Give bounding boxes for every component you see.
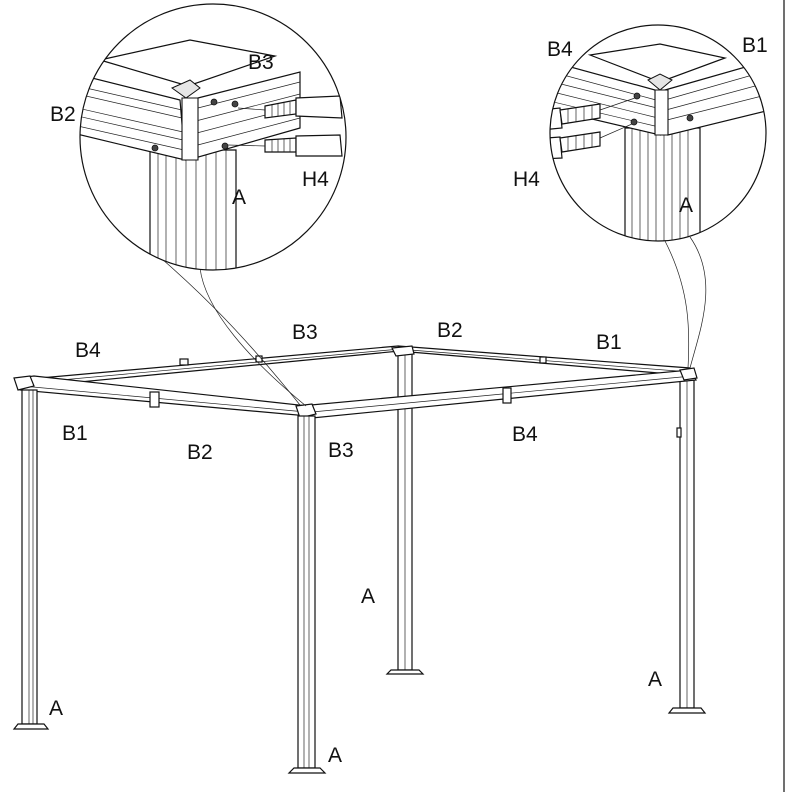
label-detail-left-h4: H4: [302, 168, 329, 191]
label-front-b3: B3: [328, 439, 354, 462]
label-detail-right-h4: H4: [513, 168, 540, 191]
label-front-b2: B2: [187, 441, 213, 464]
gazebo-frame: [12, 345, 707, 774]
label-post-front-a: A: [328, 744, 342, 767]
label-post-right-a: A: [648, 668, 662, 691]
labels: B3 B2 A H4 B4 B1 H4 A B4 B3 B2 B1 B1 B2 …: [49, 34, 768, 767]
post-right: [667, 379, 707, 714]
corner-bracket-left: [13, 375, 35, 391]
label-top-b1: B1: [596, 331, 622, 354]
beam-front-right: [298, 369, 698, 419]
label-detail-left-a: A: [232, 186, 246, 209]
corner-bracket-back: [391, 345, 415, 357]
corner-bracket-front: [295, 403, 317, 419]
label-top-b4: B4: [75, 339, 101, 362]
detail-left-screw-upper: [237, 95, 343, 119]
detail-left-post: [149, 149, 237, 270]
beam-back-right: [397, 345, 696, 377]
detail-left-screw-lower: [227, 134, 343, 157]
label-top-b2: B2: [437, 319, 463, 342]
detail-right-post: [624, 127, 701, 241]
leader-line-right: [689, 236, 707, 369]
label-detail-left-b2: B2: [50, 103, 76, 126]
leader-line-right-2: [664, 240, 690, 369]
label-detail-right-a: A: [679, 194, 693, 217]
detail-left: [79, 3, 347, 271]
label-post-back-a: A: [361, 585, 375, 608]
label-top-b3: B3: [292, 321, 318, 344]
detail-left-corner-plate: [97, 39, 278, 87]
leader-line-left-2: [199, 267, 307, 407]
label-detail-right-b1: B1: [742, 34, 768, 57]
label-front-b4: B4: [512, 423, 538, 446]
post-front: [287, 415, 327, 774]
post-back: [385, 350, 425, 675]
label-front-b1: B1: [62, 422, 88, 445]
label-post-left-a: A: [49, 697, 63, 720]
label-detail-left-b3: B3: [248, 51, 274, 74]
corner-bracket-right: [679, 367, 698, 381]
label-detail-right-b4: B4: [547, 38, 573, 61]
beam-front-left: [17, 375, 309, 417]
detail-right-corner-plate: [587, 43, 728, 83]
detail-right: [549, 24, 767, 242]
post-left: [12, 389, 50, 730]
